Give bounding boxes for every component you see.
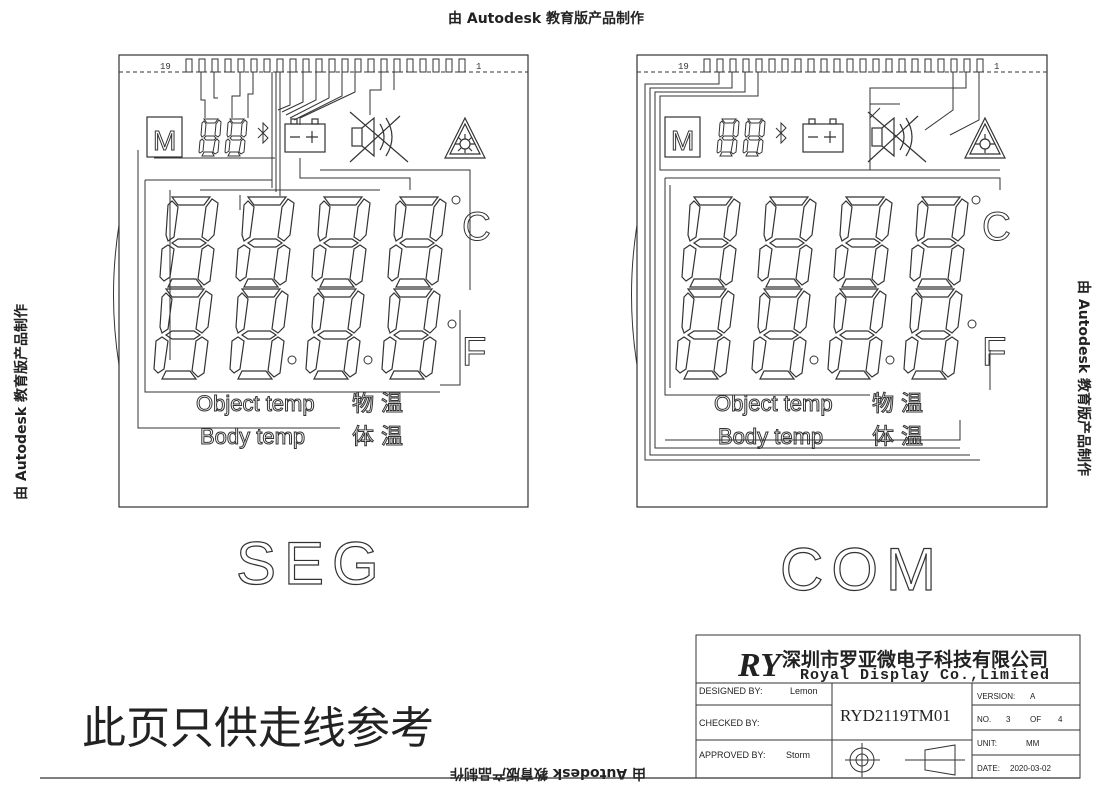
seg-object-temp-cn: 物 温	[352, 392, 403, 417]
com-mode-icon-frame	[664, 116, 701, 158]
com-pin-end: 1	[994, 62, 999, 72]
seg-bluetooth-icon	[257, 121, 269, 145]
routing-reference-note: 此页只供走线参考	[82, 703, 434, 754]
com-object-temp-label: Object temp	[714, 391, 833, 416]
com-panel: M C	[631, 54, 1048, 508]
seg-body-temp-label: Body temp	[200, 424, 305, 449]
seg-laser-warning-icon	[444, 116, 486, 159]
com-unit-f: F	[982, 330, 1006, 374]
checked-by-label: CHECKED BY:	[699, 718, 760, 728]
approved-by-label: APPROVED BY:	[699, 750, 766, 760]
unit-label: UNIT:	[977, 739, 997, 748]
com-unit-c: C	[982, 205, 1011, 249]
title-block-frame	[695, 634, 1081, 779]
com-pins	[703, 58, 984, 73]
date-label: DATE:	[977, 764, 1000, 773]
version-label: VERSION:	[977, 692, 1016, 701]
version-value: A	[1030, 692, 1036, 701]
com-degree-f	[967, 319, 977, 329]
watermark-top: 由 Autodesk 教育版产品制作	[448, 11, 645, 27]
seg-panel: M	[113, 54, 529, 508]
company-logo: RY	[737, 647, 784, 684]
com-title: COM	[780, 536, 944, 603]
seg-pin-start: 19	[160, 62, 171, 72]
seg-mode-m-icon: M	[153, 125, 176, 156]
seg-pin-end: 1	[476, 62, 481, 72]
seg-pins	[185, 58, 466, 73]
com-degree-c	[971, 195, 981, 205]
sheet-of-value: 4	[1058, 715, 1063, 724]
designed-by-label: DESIGNED BY:	[699, 686, 763, 696]
seg-unit-c: C	[462, 205, 491, 249]
sheet-no-label: NO.	[977, 715, 992, 724]
seg-title: SEG	[236, 530, 387, 597]
com-body-temp-cn: 体 温	[872, 425, 923, 450]
com-pin-start: 19	[678, 62, 689, 72]
seg-unit-f: F	[462, 330, 486, 374]
com-mode-m-icon: M	[671, 125, 694, 156]
unit-value: MM	[1026, 739, 1040, 748]
com-battery-icon	[802, 118, 844, 153]
company-name-cn: 深圳市罗亚微电子科技有限公司	[782, 649, 1049, 671]
seg-mode-icon-frame	[146, 116, 183, 158]
com-digits	[676, 197, 968, 379]
com-bluetooth-icon	[775, 121, 787, 145]
com-laser-warning-icon	[964, 116, 1006, 159]
svg-text:RY: RY	[737, 647, 784, 684]
seg-body-temp-cn: 体 温	[352, 425, 403, 450]
seg-speaker-mute-icon	[349, 111, 409, 163]
com-body-temp-label: Body temp	[718, 424, 823, 449]
seg-battery-icon	[284, 118, 326, 153]
approved-by-value: Storm	[786, 750, 811, 760]
part-number: RYD2119TM01	[840, 706, 951, 725]
sheet-of-label: OF	[1030, 715, 1042, 724]
seg-object-temp-label: Object temp	[196, 391, 315, 416]
sheet-no-value: 3	[1006, 715, 1011, 724]
seg-digits	[154, 197, 446, 379]
designed-by-value: Lemon	[790, 686, 818, 696]
seg-degree-f	[447, 319, 457, 329]
company-name-en: Royal Display Co.,Limited	[800, 667, 1051, 684]
com-speaker-mute-icon	[867, 111, 927, 163]
seg-degree-c	[451, 195, 461, 205]
date-value: 2020-03-02	[1010, 764, 1051, 773]
com-object-temp-cn: 物 温	[872, 392, 923, 417]
